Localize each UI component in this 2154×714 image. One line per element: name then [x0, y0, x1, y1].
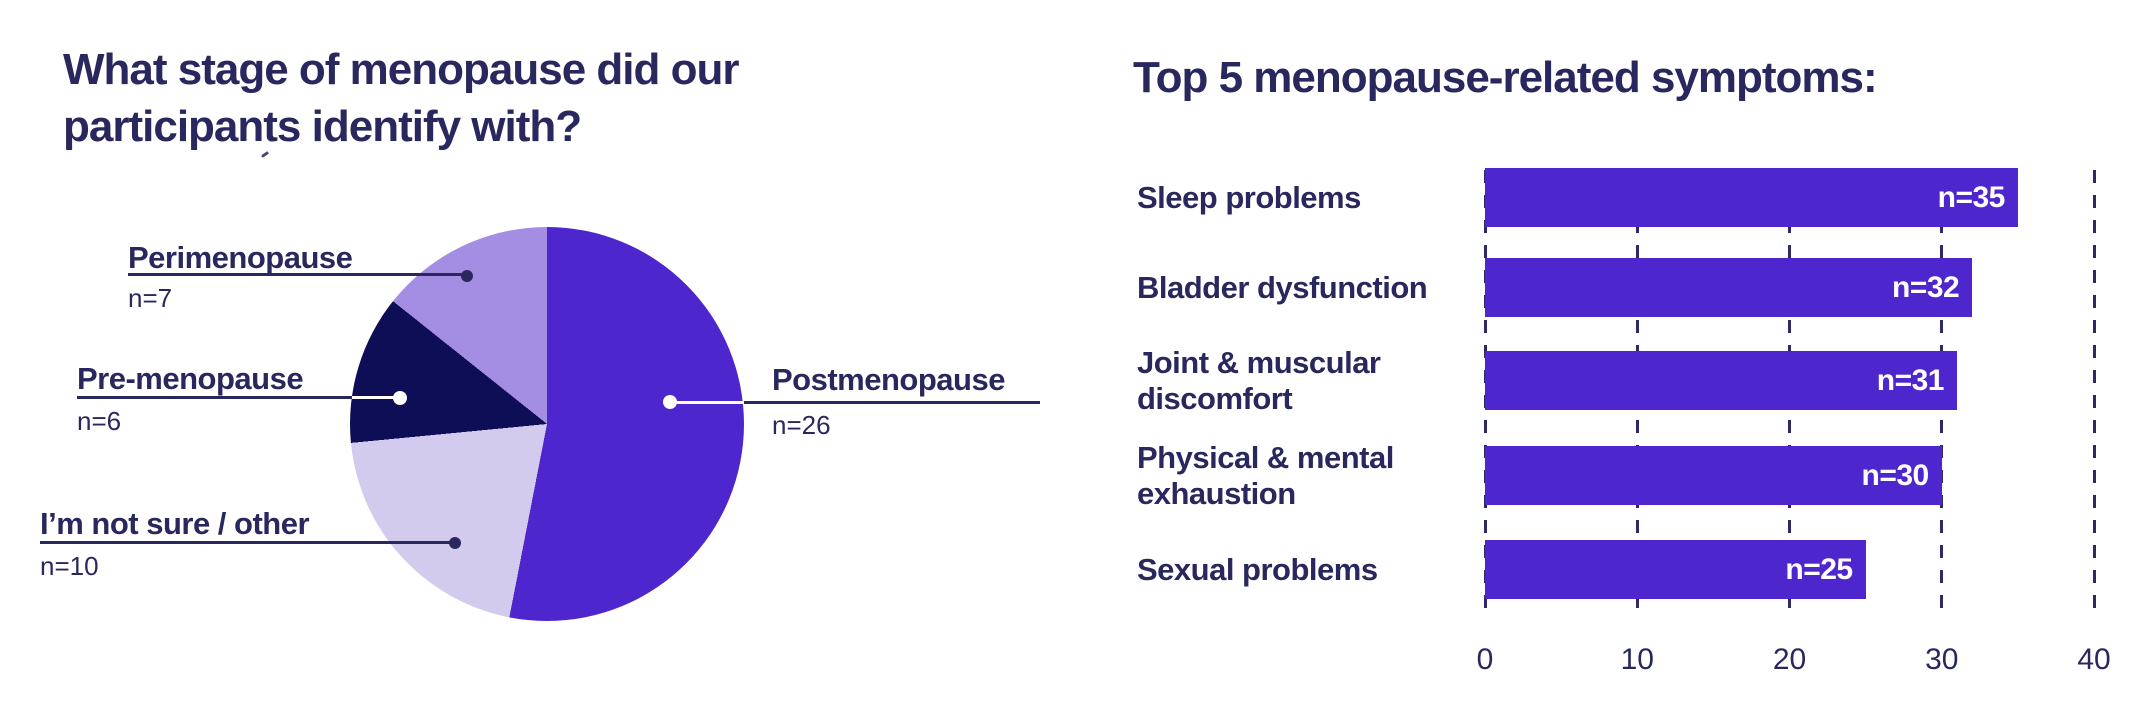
leader-line-premenopause-inner: [352, 396, 396, 399]
bar-value-label: n=31: [1876, 364, 1945, 397]
bar: n=31: [1485, 351, 1957, 410]
pie-chart: [350, 227, 744, 621]
bar-title: Top 5 menopause-related symptoms:: [1133, 53, 1878, 103]
x-tick-label-0: 0: [1476, 643, 1494, 676]
bar: n=30: [1485, 446, 1942, 505]
bar-value-label: n=30: [1861, 459, 1930, 492]
bar-category-label: Bladder dysfunction: [1137, 269, 1428, 305]
leader-line-postmenopause: [743, 401, 1040, 404]
leader-dot-premenopause: [393, 391, 407, 405]
pie-label-premenopause: Pre-menopause: [77, 361, 304, 396]
pie-count-perimenopause: n=7: [128, 283, 173, 313]
leader-dot-postmenopause: [663, 395, 677, 409]
leader-line-postmenopause-inner: [670, 401, 744, 404]
gridline-40: [2092, 170, 2096, 620]
pie-label-not-sure: I’m not sure / other: [40, 506, 310, 541]
x-tick-label-10: 10: [1620, 643, 1654, 676]
bar-value-label: n=32: [1891, 271, 1960, 304]
leader-line-premenopause: [77, 396, 353, 399]
pie-count-premenopause: n=6: [77, 406, 122, 436]
x-tick-label-30: 30: [1925, 643, 1959, 676]
pie-count-postmenopause: n=26: [772, 410, 831, 440]
bar-category-label: Joint & muscular discomfort: [1137, 344, 1381, 416]
bar-value-label: n=25: [1785, 553, 1853, 586]
pie-label-perimenopause: Perimenopause: [128, 240, 353, 275]
x-tick-label-20: 20: [1772, 643, 1807, 676]
bar: n=25: [1485, 540, 1866, 599]
bar: n=35: [1485, 168, 2018, 227]
leader-line-perimenopause: [128, 273, 462, 276]
x-tick-label-40: 40: [2077, 643, 2111, 676]
bar-category-label: Physical & mental exhaustion: [1137, 439, 1394, 511]
pie-label-postmenopause: Postmenopause: [772, 362, 1005, 397]
pie-count-not-sure: n=10: [40, 551, 99, 581]
leader-line-not-sure: [40, 541, 450, 544]
leader-dot-perimenopause: [461, 270, 473, 282]
pie-title: What stage of menopause did our particip…: [63, 45, 740, 152]
bar-category-label: Sexual problems: [1137, 551, 1378, 587]
bar-value-label: n=35: [1937, 181, 2006, 214]
bar: n=32: [1485, 258, 1973, 317]
leader-dot-not-sure: [449, 537, 461, 549]
bar-category-label: Sleep problems: [1137, 179, 1361, 215]
